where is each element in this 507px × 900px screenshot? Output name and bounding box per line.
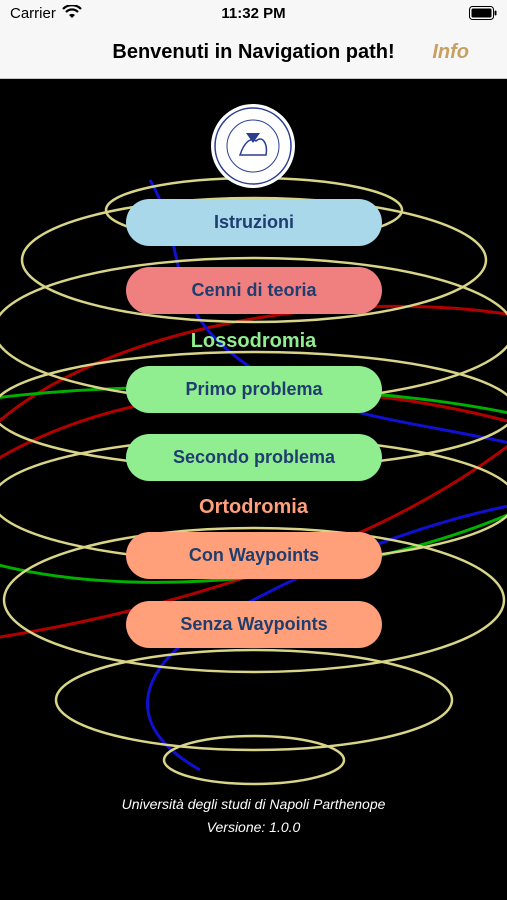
senza-waypoints-button[interactable]: Senza Waypoints [126, 601, 382, 648]
version-label: Versione: 1.0.0 [206, 819, 301, 835]
primo-problema-button[interactable]: Primo problema [126, 366, 382, 413]
status-bar: Carrier 11:32 PM [0, 0, 507, 28]
info-button[interactable]: Info [432, 41, 469, 63]
ortodromia-label: Ortodromia [199, 496, 308, 518]
lossodromia-label: Lossodromia [190, 330, 317, 352]
con-waypoints-button[interactable]: Con Waypoints [126, 532, 382, 579]
navigation-bar: Benvenuti in Navigation path! Info [0, 28, 507, 79]
battery-icon [469, 6, 497, 20]
university-logo [211, 104, 295, 188]
nav-title: Benvenuti in Navigation path! [112, 41, 395, 63]
cenni-di-teoria-button[interactable]: Cenni di teoria [126, 267, 382, 314]
status-time: 11:32 PM [221, 5, 286, 22]
wifi-icon [62, 5, 82, 18]
carrier-label: Carrier [10, 5, 56, 22]
university-name: Università degli studi di Napoli Parthen… [121, 796, 386, 812]
secondo-problema-button[interactable]: Secondo problema [126, 434, 382, 481]
istruzioni-button[interactable]: Istruzioni [126, 199, 382, 246]
